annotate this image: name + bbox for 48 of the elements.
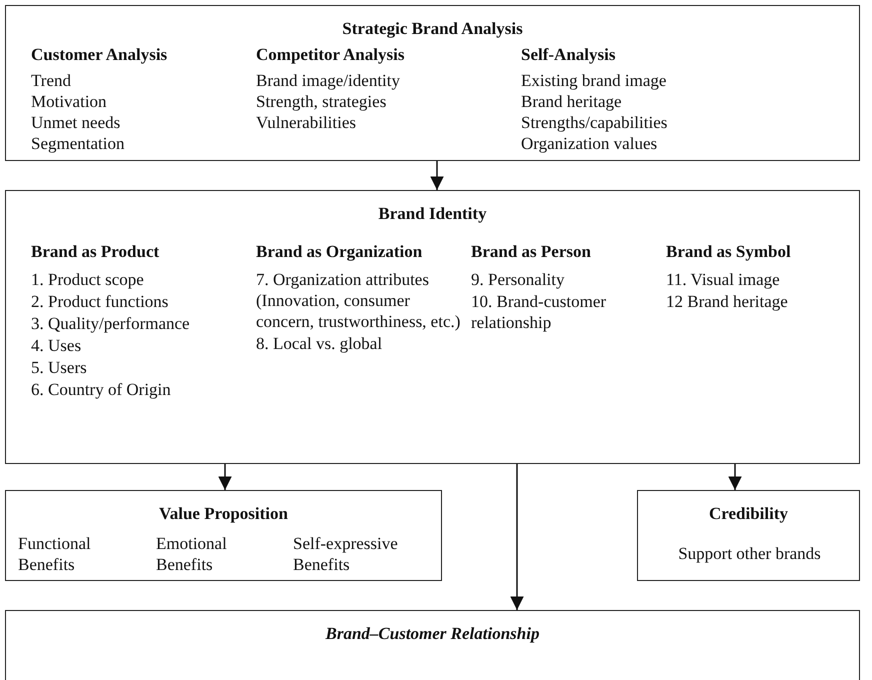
section-heading: Competitor Analysis [256, 44, 406, 65]
list-item: Emotional Benefits [156, 533, 228, 575]
list-item: 10. Brand-customer relationship [471, 291, 608, 333]
arrow [728, 464, 742, 490]
panel-title: Strategic Brand Analysis [341, 18, 524, 39]
list-item: 12 Brand heritage [666, 291, 789, 312]
list-item: 2. Product functions [31, 291, 170, 312]
list-item: 7. Organization attributes (Innovation, consumer concern, trustworthiness, etc.) [256, 269, 462, 332]
panel-title: Brand Identity [377, 203, 488, 224]
section-heading: Brand as Symbol [666, 241, 792, 262]
arrow [430, 161, 444, 190]
list-item: Brand image/identity [256, 70, 401, 91]
list-item: 9. Personality [471, 269, 566, 290]
list-item: Existing brand image [521, 70, 668, 91]
list-item: Functional Benefits [18, 533, 92, 575]
section-heading: Brand as Organization [256, 241, 424, 262]
panel-title: Brand–Customer Relationship [324, 623, 540, 644]
list-item: 4. Uses [31, 335, 82, 356]
list-item: Strength, strategies [256, 91, 388, 112]
list-item: Segmentation [31, 133, 126, 154]
list-item: Self-expressive Benefits [293, 533, 399, 575]
panel-box [637, 490, 860, 581]
panel-title: Value Proposition [158, 503, 289, 524]
arrow [218, 464, 232, 490]
list-item: Motivation [31, 91, 108, 112]
list-item: Organization values [521, 133, 658, 154]
list-item: 1. Product scope [31, 269, 145, 290]
panel-box [5, 190, 860, 464]
list-item: 3. Quality/performance [31, 313, 191, 334]
list-item: 6. Country of Origin [31, 379, 172, 400]
list-item: Unmet needs [31, 112, 122, 133]
section-heading: Brand as Product [31, 241, 160, 262]
list-item: 11. Visual image [666, 269, 781, 290]
panel-box [5, 490, 442, 581]
list-item: Vulnerabilities [256, 112, 358, 133]
arrow [510, 464, 524, 610]
list-item: 5. Users [31, 357, 88, 378]
panel-box [5, 5, 860, 161]
panel-box [5, 610, 860, 680]
section-heading: Customer Analysis [31, 44, 168, 65]
list-item: Brand heritage [521, 91, 623, 112]
list-item: Trend [31, 70, 72, 91]
section-heading: Brand as Person [471, 241, 592, 262]
section-heading: Self-Analysis [521, 44, 616, 65]
list-item: Strengths/capabilities [521, 112, 668, 133]
panel-title: Credibility [708, 503, 790, 524]
list-item: Support other brands [677, 543, 822, 564]
list-item: 8. Local vs. global [256, 333, 384, 354]
